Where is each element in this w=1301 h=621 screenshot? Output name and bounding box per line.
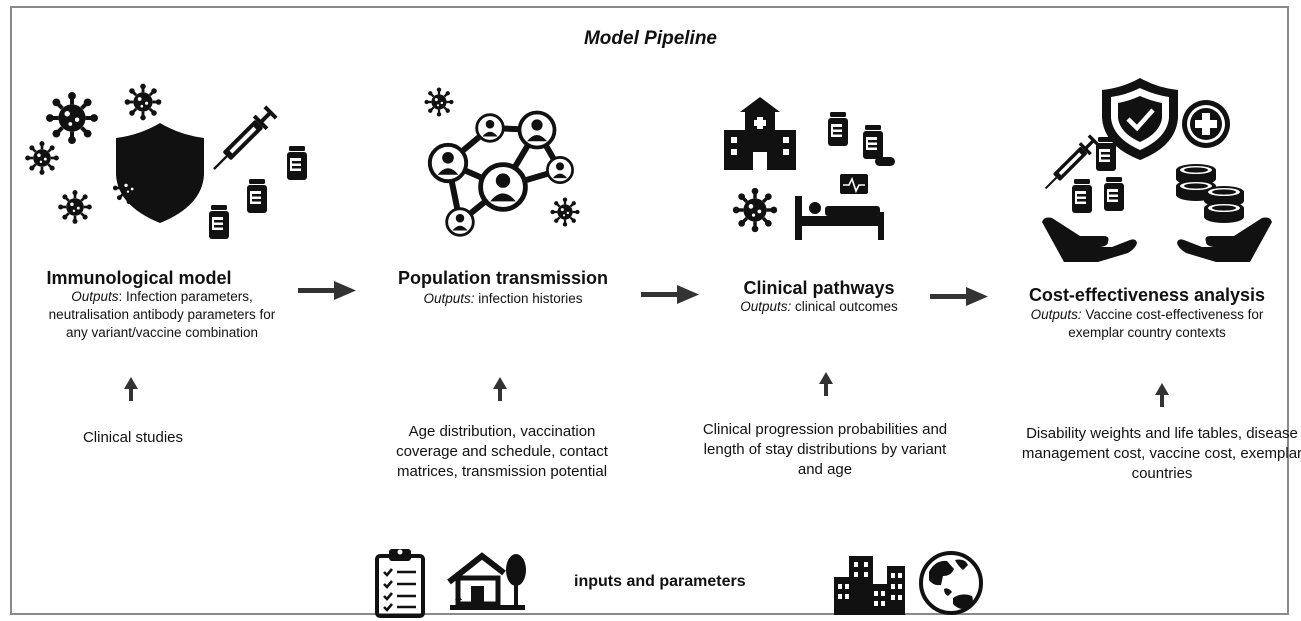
stage-1-outputs: Outputs: Infection parameters, neutralis… — [38, 288, 286, 342]
shield-check-icon — [1102, 78, 1178, 160]
stage-1-title: Immunological model — [46, 268, 232, 288]
up-arrow — [124, 377, 138, 401]
outputs-label: Outputs: — [423, 291, 475, 306]
diagram-frame — [10, 6, 1289, 615]
medical-plus-icon — [1182, 100, 1230, 148]
right-arrow — [930, 287, 988, 306]
outputs-text: infection histories — [474, 291, 583, 306]
globe-icon — [919, 551, 983, 615]
stage-3-outputs: Outputs: clinical outcomes — [709, 298, 929, 316]
pill-icon — [875, 157, 895, 166]
outputs-label: Outputs: — [740, 299, 792, 314]
outputs-text: : Infection parameters, neutralisation a… — [48, 289, 276, 340]
hospital-icon — [724, 97, 796, 170]
legend-label: inputs and parameters — [574, 573, 746, 590]
outputs-text: Vaccine cost-effectiveness for exemplar … — [1068, 307, 1264, 340]
heart-monitor-icon — [840, 174, 868, 194]
stage-3-title: Clinical pathways — [743, 278, 895, 298]
stage-1-inputs: Clinical studies — [82, 429, 184, 446]
diagram-title: Model Pipeline — [583, 28, 718, 49]
stage-4-inputs: Disability weights and life tables, dise… — [1021, 425, 1301, 482]
hand-icon — [1042, 217, 1272, 262]
stage-2-inputs: Age distribution, vaccination coverage a… — [396, 423, 608, 480]
city-buildings-icon — [834, 556, 905, 615]
stage-3-inputs: Clinical progression probabilities and l… — [702, 421, 948, 478]
stage-4-outputs: Outputs: Vaccine cost-effectiveness for … — [1012, 306, 1282, 342]
hospital-bed-icon — [795, 196, 884, 240]
clipboard-checklist-icon — [375, 549, 425, 618]
right-arrow — [641, 285, 699, 304]
house-tree-icon — [447, 552, 526, 610]
up-arrow — [819, 372, 833, 396]
stage-2-title: Population transmission — [397, 268, 609, 288]
up-arrow — [493, 377, 507, 401]
outputs-text: clinical outcomes — [791, 299, 898, 314]
up-arrow — [1155, 383, 1169, 407]
right-arrow — [298, 281, 356, 300]
stage-4-title: Cost-effectiveness analysis — [1028, 285, 1266, 305]
outputs-label: Outputs — [71, 289, 119, 304]
outputs-label: Outputs: — [1030, 307, 1082, 322]
stage-2-outputs: Outputs: infection histories — [385, 290, 621, 308]
